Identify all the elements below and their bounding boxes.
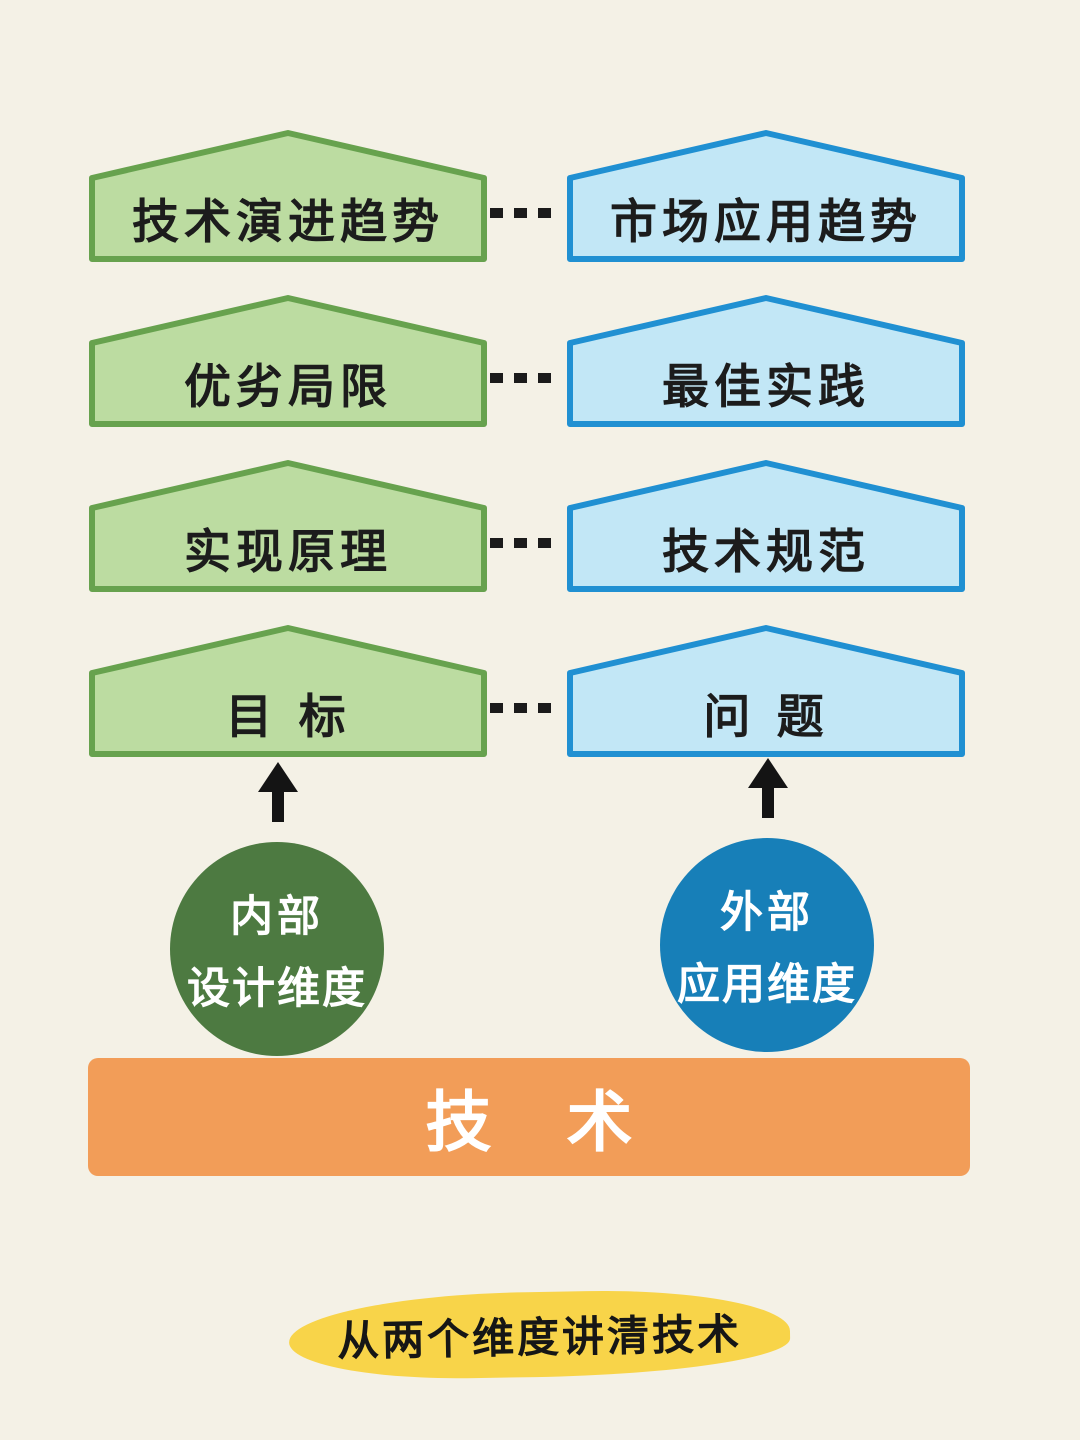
pentagon-shape bbox=[89, 130, 487, 262]
design-node-label: 技术演进趋势 bbox=[132, 195, 444, 250]
design-node-tech-evolution: 技术演进趋势 bbox=[88, 128, 488, 263]
application-node-problem: 问 题 bbox=[566, 623, 966, 758]
application-node-label: 市场应用趋势 bbox=[610, 195, 922, 250]
pentagon-shape bbox=[89, 460, 487, 592]
up-arrow-icon bbox=[258, 762, 298, 822]
design-node-pros-cons: 优劣局限 bbox=[88, 293, 488, 428]
design-node-label: 目 标 bbox=[225, 690, 351, 745]
pentagon-shape bbox=[89, 295, 487, 427]
technology-base-bar: 技 术 bbox=[88, 1058, 970, 1176]
dashed-connector bbox=[490, 373, 562, 383]
design-node-label: 优劣局限 bbox=[184, 360, 392, 415]
internal-design-dimension-circle: 内部 设计维度 bbox=[170, 842, 384, 1056]
pentagon-shape bbox=[89, 625, 487, 757]
dashed-connector bbox=[490, 538, 562, 548]
application-node-market-trend: 市场应用趋势 bbox=[566, 128, 966, 263]
circle-label-line1: 内部 bbox=[230, 892, 324, 942]
up-arrow-icon bbox=[748, 758, 788, 818]
circle-label-line1: 外部 bbox=[720, 888, 814, 938]
caption-highlight: 从两个维度讲清技术 bbox=[288, 1287, 792, 1382]
external-application-dimension-circle: 外部 应用维度 bbox=[660, 838, 874, 1052]
application-node-label: 最佳实践 bbox=[662, 360, 870, 415]
design-node-label: 实现原理 bbox=[184, 525, 392, 580]
pentagon-shape bbox=[567, 295, 965, 427]
pentagon-shape bbox=[567, 625, 965, 757]
dashed-connector bbox=[490, 703, 562, 713]
pentagon-shape bbox=[567, 460, 965, 592]
application-node-label: 技术规范 bbox=[662, 525, 870, 580]
application-node-label: 问 题 bbox=[703, 690, 829, 745]
application-node-tech-spec: 技术规范 bbox=[566, 458, 966, 593]
circle-label-line2: 应用维度 bbox=[677, 960, 857, 1010]
application-node-best-practice: 最佳实践 bbox=[566, 293, 966, 428]
design-node-goal: 目 标 bbox=[88, 623, 488, 758]
caption-row: 从两个维度讲清技术 bbox=[0, 1287, 1080, 1382]
pentagon-shape bbox=[567, 130, 965, 262]
dashed-connector bbox=[490, 208, 562, 218]
circle-label-line2: 设计维度 bbox=[187, 964, 367, 1014]
design-node-implementation: 实现原理 bbox=[88, 458, 488, 593]
